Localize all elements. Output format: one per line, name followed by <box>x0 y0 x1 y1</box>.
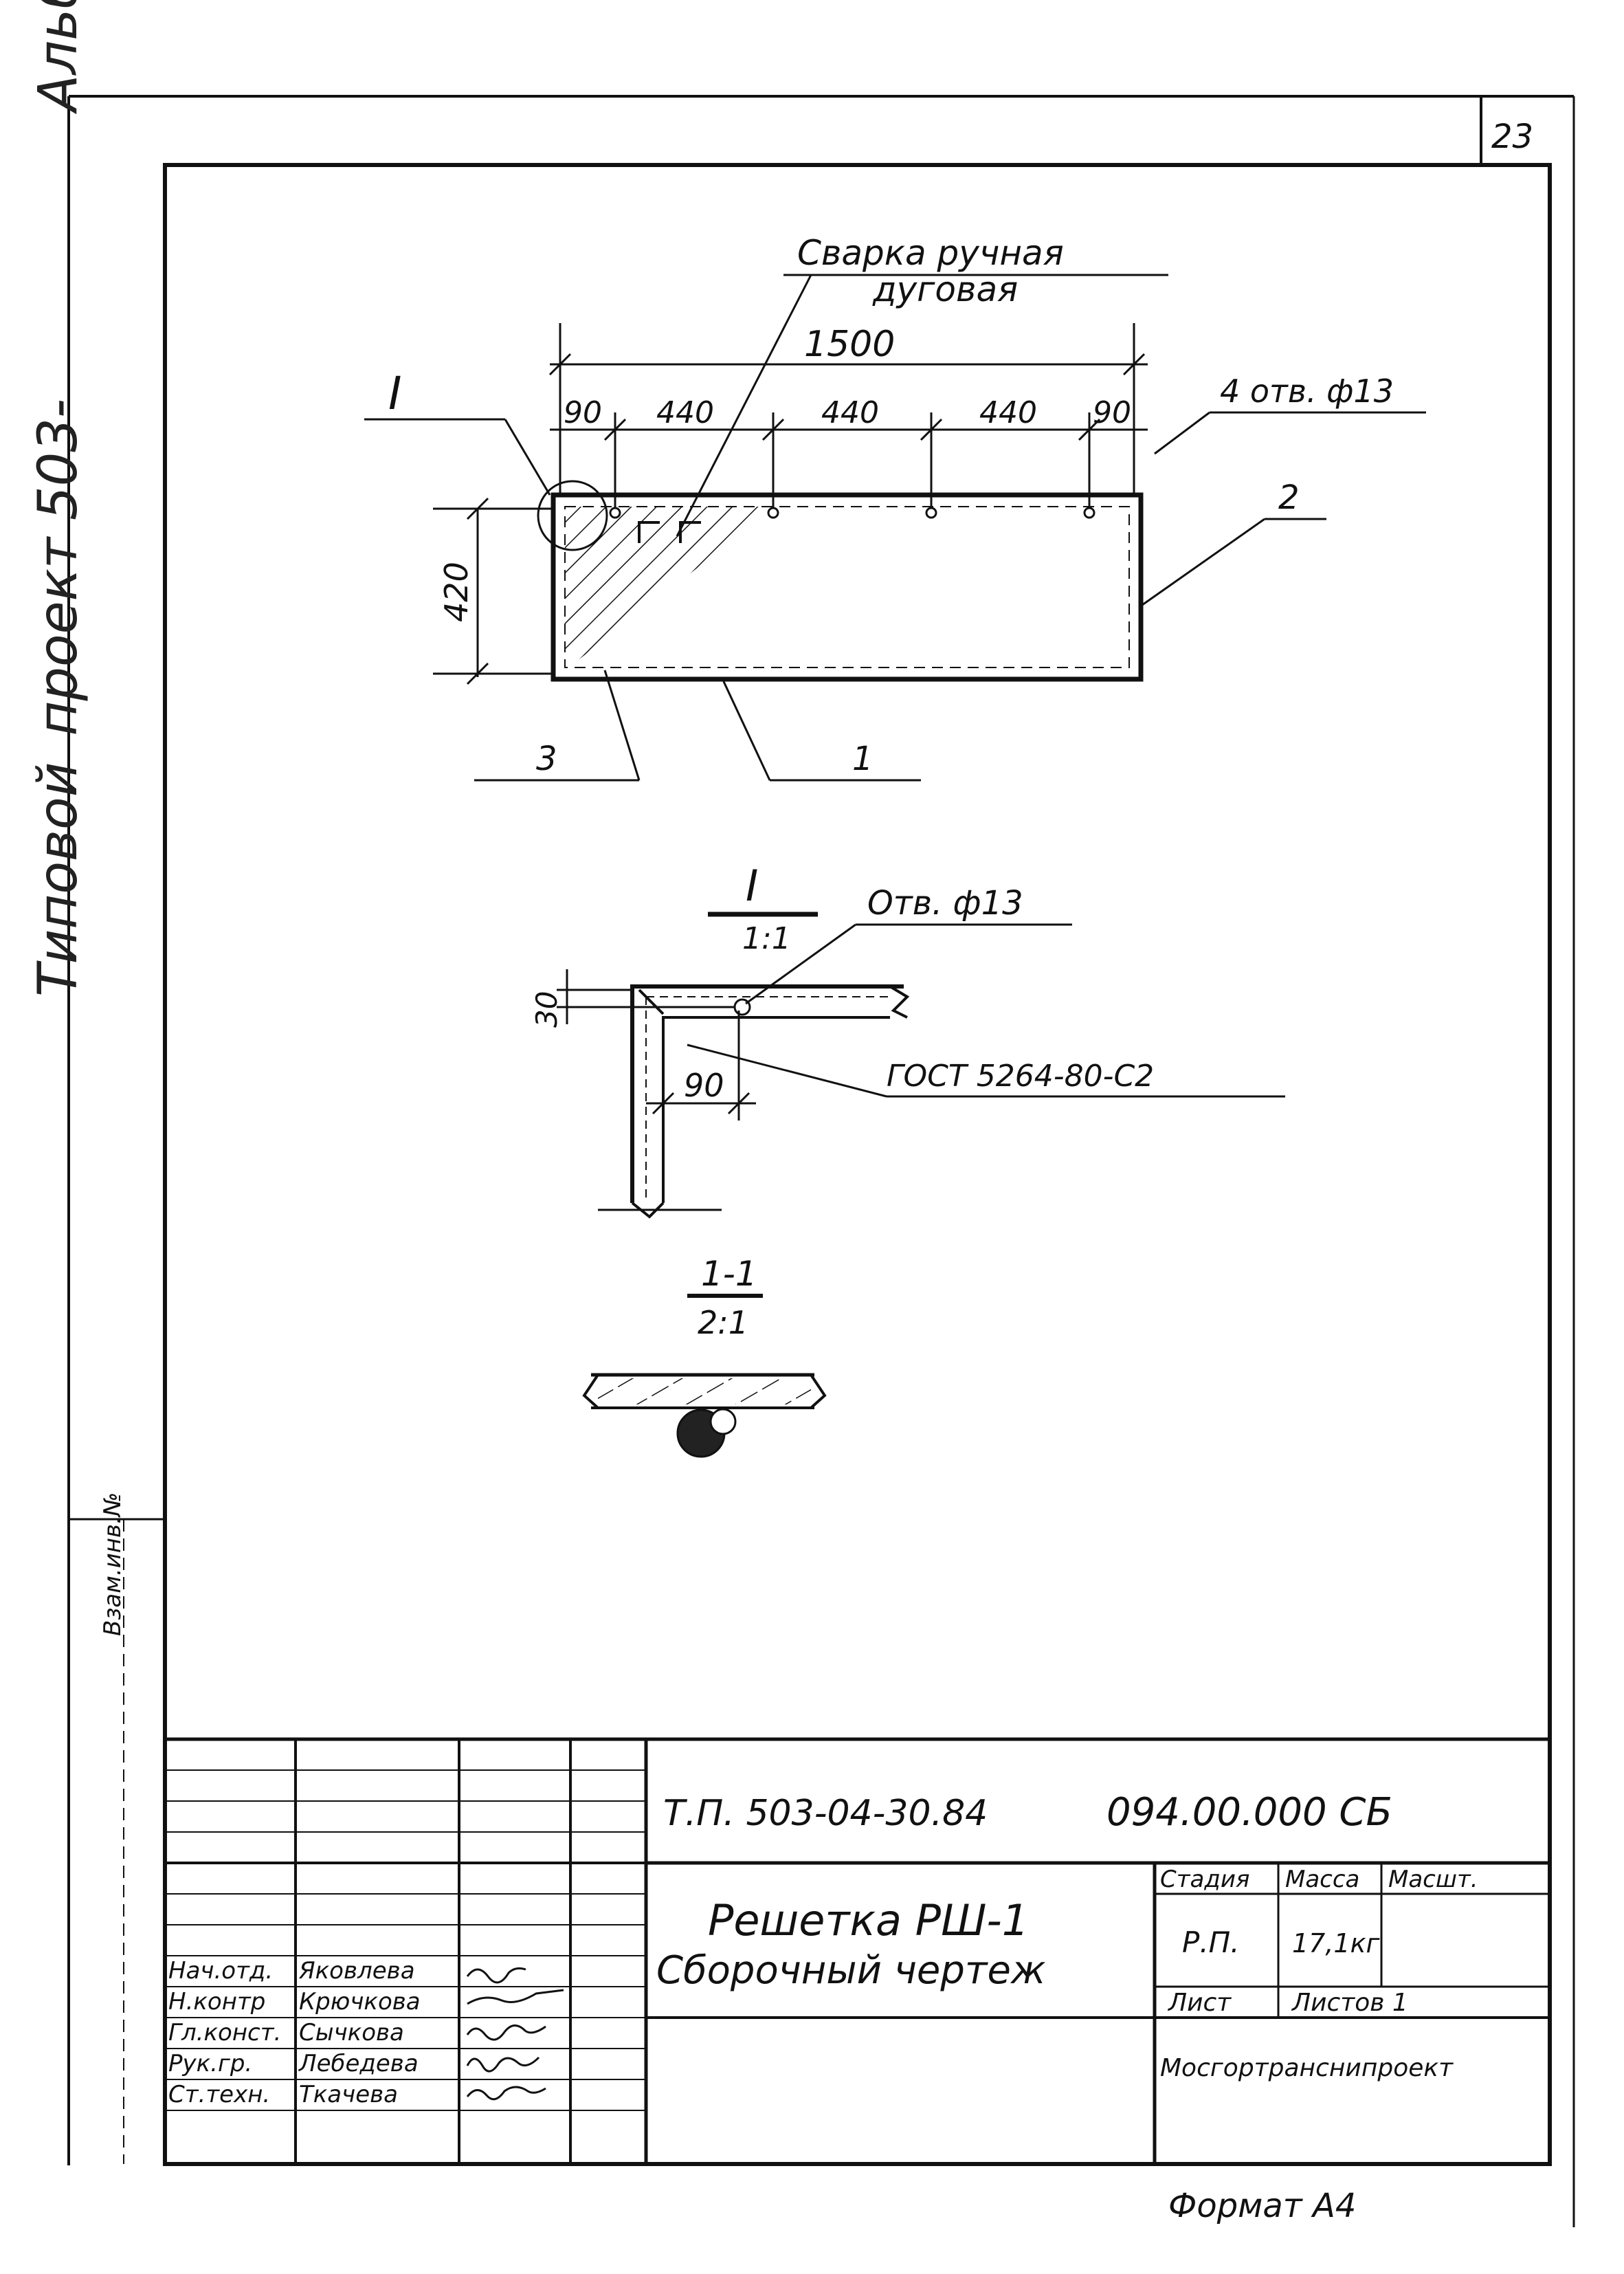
detail-view: I 1:1 От <box>530 861 1285 1219</box>
sheet-frame <box>67 95 1575 2227</box>
doc-code: Т.П. 503-04-30.84 <box>663 1793 988 1834</box>
format-label: Формат А4 <box>1168 2187 1356 2225</box>
dim-segment-4: 440 <box>979 395 1037 430</box>
position-3-label: 3 <box>536 740 557 778</box>
role-5: Ст.техн. <box>168 2081 270 2108</box>
side-title-part2: проект 503- <box>27 398 89 736</box>
cut-marks <box>638 521 701 543</box>
detail-scale: 1:1 <box>742 921 791 956</box>
name-5: Ткачева <box>299 2081 398 2108</box>
dim-segment-5: 90 <box>1093 395 1131 430</box>
dim-overall <box>548 323 1148 412</box>
dim-segment-3: 440 <box>821 395 879 430</box>
dim-chain <box>550 412 1148 509</box>
mass-label: Масса <box>1285 1866 1359 1893</box>
dim-segment-2: 440 <box>656 395 714 430</box>
role-1: Нач.отд. <box>168 1957 273 1985</box>
section-scale: 2:1 <box>698 1304 748 1341</box>
name-2: Крючкова <box>299 1988 421 2016</box>
side-stamp-label: Взам.инв.№ <box>99 1492 126 1636</box>
grating-frame-inner <box>564 506 1130 668</box>
section-view: 1-1 2:1 <box>582 1254 827 1458</box>
side-title: Типовой проект 503- Альбом II <box>27 0 89 997</box>
sheets-label: Листов 1 <box>1291 1989 1408 2017</box>
grating-hatch <box>565 507 777 670</box>
section-marker: I <box>388 367 401 420</box>
page-number: 23 <box>1491 118 1533 156</box>
dim-overall-label: 1500 <box>804 324 895 365</box>
section-profile <box>582 1373 827 1409</box>
drawing-number: 094.00.000 СБ <box>1106 1790 1392 1835</box>
dim-height-label: 420 <box>438 562 475 622</box>
detail-dim-edge: 30 <box>530 991 564 1028</box>
title-block <box>165 1737 1550 2164</box>
name-1: Яковлева <box>298 1957 415 1985</box>
detail-hole-note: Отв. ф13 <box>867 884 1023 923</box>
role-3: Гл.конст. <box>168 2019 281 2046</box>
mass-value: 17,1кг <box>1292 1928 1381 1958</box>
stage-value: Р.П. <box>1182 1925 1240 1959</box>
organization: Мосгортранснипроект <box>1160 2054 1454 2082</box>
detail-dims <box>557 969 756 1121</box>
weld-note-line1: Сварка ручная <box>797 233 1064 273</box>
section-title: 1-1 <box>701 1254 757 1294</box>
stage-label: Стадия <box>1160 1866 1249 1893</box>
drawing-name-line1: Решетка РШ-1 <box>708 1895 1029 1945</box>
side-title-part3: Альбом II <box>27 0 89 111</box>
signatures <box>466 1967 564 2101</box>
detail-title: I <box>746 861 758 911</box>
angle-profile <box>598 984 910 1219</box>
plan-leaders <box>364 274 1426 782</box>
title-block-people: Нач.отд. Яковлева Н.контр Крючкова Гл.ко… <box>168 1957 421 2108</box>
dim-segment-1: 90 <box>564 395 602 430</box>
title-block-texts: Т.П. 503-04-30.84 094.00.000 СБ Решетка … <box>656 1790 1478 2082</box>
position-2-label: 2 <box>1278 478 1300 517</box>
scale-label: Масшт. <box>1388 1866 1478 1893</box>
detail-weld-standard: ГОСТ 5264-80-С2 <box>887 1059 1154 1094</box>
detail-dim-offset: 90 <box>684 1067 724 1104</box>
side-title-part1: Типовой <box>27 762 89 997</box>
detail-callout-circle <box>537 480 608 551</box>
plan-view: Сварка ручная дуговая 1500 90 440 440 44… <box>364 233 1426 782</box>
name-3: Сычкова <box>299 2019 404 2046</box>
sheet-label: Лист <box>1167 1989 1232 2017</box>
name-4: Лебедева <box>298 2050 419 2077</box>
holes-note: 4 отв. ф13 <box>1220 373 1394 410</box>
role-4: Рук.гр. <box>168 2050 252 2077</box>
grating-frame-outer <box>550 492 1144 682</box>
position-1-label: 1 <box>852 740 874 778</box>
role-2: Н.контр <box>168 1988 265 2016</box>
weld-note-line2: дуговая <box>872 269 1018 309</box>
section-weld <box>709 1408 737 1435</box>
drawing-name-line2: Сборочный чертеж <box>656 1948 1045 1993</box>
detail-leaders <box>687 923 1285 1098</box>
dim-height <box>433 497 553 685</box>
